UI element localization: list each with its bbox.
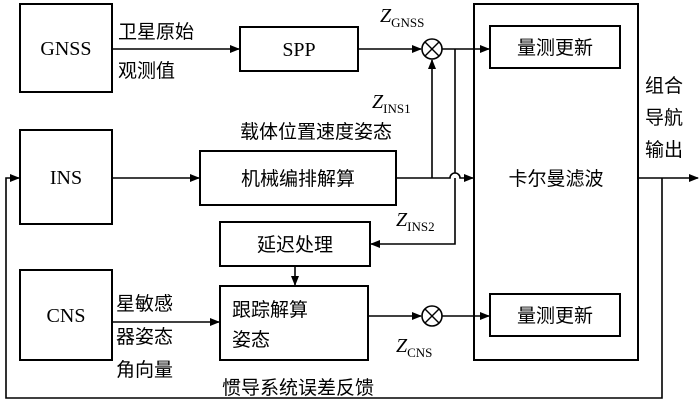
delay-label: 延迟处理	[257, 234, 333, 256]
label-raw-obs-line1: 卫星原始	[118, 21, 194, 43]
mechanization-label: 机械编排解算	[241, 168, 355, 190]
label-raw-obs-line2: 观测值	[118, 60, 175, 82]
label-star-line2: 器姿态	[116, 326, 173, 348]
gnss-box: GNSS	[19, 3, 113, 93]
arrow-error-feedback	[5, 174, 663, 399]
ins-box: INS	[19, 129, 113, 225]
label-error-feedback: 惯导系统误差反馈	[222, 377, 374, 399]
gnss-label: GNSS	[40, 38, 91, 60]
measurement-update-top-label: 量测更新	[517, 37, 593, 59]
arrow-zins2-to-delay	[370, 178, 456, 248]
delay-box: 延迟处理	[219, 221, 371, 267]
gnss-sum-junction	[421, 38, 443, 60]
cns-box: CNS	[19, 269, 113, 361]
mechanization-box: 机械编排解算	[199, 150, 397, 206]
symbol-z-gnss: ZGNSS	[380, 5, 424, 30]
symbol-z-cns: ZCNS	[396, 335, 432, 360]
measurement-update-bottom-label: 量测更新	[517, 305, 593, 327]
spp-box: SPP	[239, 26, 359, 72]
tracking-box: 跟踪解算 姿态	[219, 285, 369, 361]
measurement-update-top-box: 量测更新	[489, 25, 621, 69]
label-star-line3: 角向量	[116, 359, 173, 381]
ins-label: INS	[50, 167, 82, 189]
cns-label: CNS	[47, 305, 86, 327]
label-star-line1: 星敏感	[116, 293, 173, 315]
tracking-label-line2: 姿态	[232, 329, 270, 351]
label-ins-output: 载体位置速度姿态	[240, 121, 392, 143]
spp-label: SPP	[282, 39, 315, 61]
label-output-line3: 输出	[645, 139, 683, 161]
symbol-z-ins2: ZINS2	[396, 209, 435, 234]
kalman-filter-label: 卡尔曼滤波	[508, 168, 603, 190]
cns-sum-junction	[421, 305, 443, 327]
symbol-z-ins1: ZINS1	[372, 91, 411, 116]
arrow-mechanization-to-kalman	[396, 172, 474, 182]
label-output-line2: 导航	[645, 107, 683, 129]
label-output-line1: 组合	[645, 75, 683, 97]
measurement-update-bottom-box: 量测更新	[489, 293, 621, 337]
tracking-label-line1: 跟踪解算	[232, 299, 308, 321]
